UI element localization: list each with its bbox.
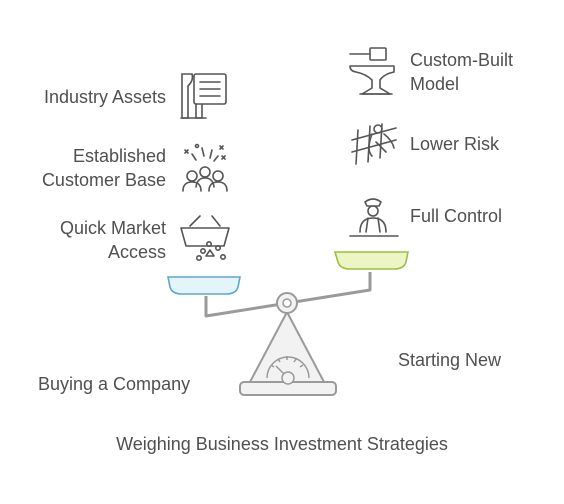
custom-built-model-label: Custom-Built Model <box>410 50 514 94</box>
established-customer-base-label: Established Customer Base <box>41 146 166 190</box>
starting-new-label: Starting New <box>398 350 502 370</box>
lower-risk-label: Lower Risk <box>410 134 500 154</box>
shopping-basket-icon <box>180 215 230 262</box>
customers-icon <box>182 143 228 192</box>
full-control-label: Full Control <box>410 206 503 226</box>
captain-icon <box>349 198 399 237</box>
buying-a-company-label: Buying a Company <box>38 374 191 394</box>
quick-market-access-label: Quick Market Access <box>59 218 166 262</box>
climbing-ladder-icon <box>351 123 397 165</box>
document-icon <box>180 73 227 119</box>
right-pan <box>333 251 409 270</box>
anvil-icon <box>349 47 395 95</box>
left-pan <box>167 276 241 295</box>
industry-assets-label: Industry Assets <box>43 87 166 107</box>
gauge-icon <box>266 356 310 385</box>
diagram-title: Weighing Business Investment Strategies <box>116 434 448 454</box>
